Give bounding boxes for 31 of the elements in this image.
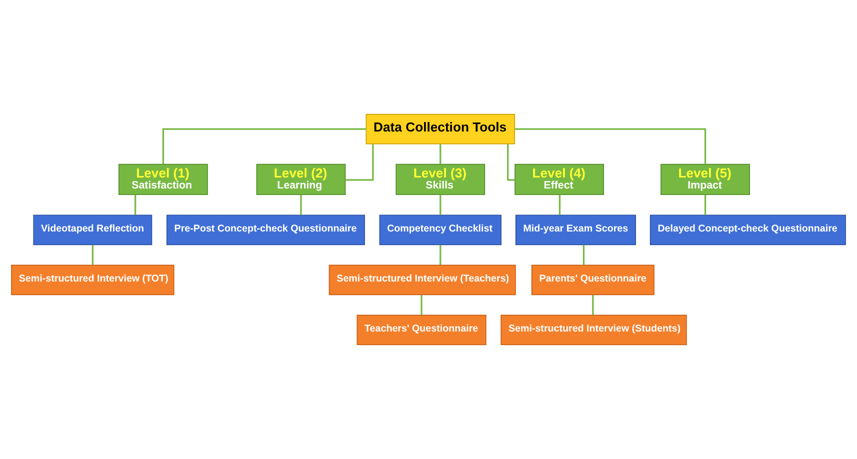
node-box: Level (4) Effect [514, 164, 604, 196]
node-box: Videotaped Reflection [33, 214, 152, 246]
connector [134, 194, 136, 215]
node-box: Mid-year Exam Scores [515, 214, 636, 246]
node-box: Teachers' Questionnaire [356, 314, 486, 346]
node-box: Level (5) Impact [660, 164, 750, 196]
connector [300, 194, 302, 215]
connector [582, 244, 585, 265]
node-box: Data Collection Tools [366, 114, 516, 144]
node-box: Pre-Post Concept-check Questionnaire [166, 214, 365, 246]
connector [514, 128, 706, 164]
node-box: Semi-structured Interview (Teachers) [328, 264, 516, 296]
connector [440, 144, 442, 164]
node-box: Level (3) Skills [396, 164, 486, 196]
connector [162, 128, 366, 164]
connector [704, 194, 706, 215]
connector [92, 244, 94, 265]
connector [558, 194, 561, 215]
connector [345, 144, 374, 181]
connector [440, 244, 442, 265]
node-box: Competency Checklist [379, 214, 502, 246]
node-box: Parents' Questionnaire [531, 264, 654, 296]
node-box: Level (2) Learning [256, 164, 346, 196]
connector [440, 194, 442, 215]
node-box: Semi-structured Interview (Students) [500, 314, 687, 346]
connector [592, 294, 594, 315]
connector [420, 294, 422, 315]
connector [507, 144, 515, 181]
node-box: Delayed Concept-check Questionnaire [650, 214, 846, 246]
node-box: Level (1) Satisfaction [118, 164, 208, 196]
node-box: Semi-structured Interview (TOT) [11, 264, 174, 296]
